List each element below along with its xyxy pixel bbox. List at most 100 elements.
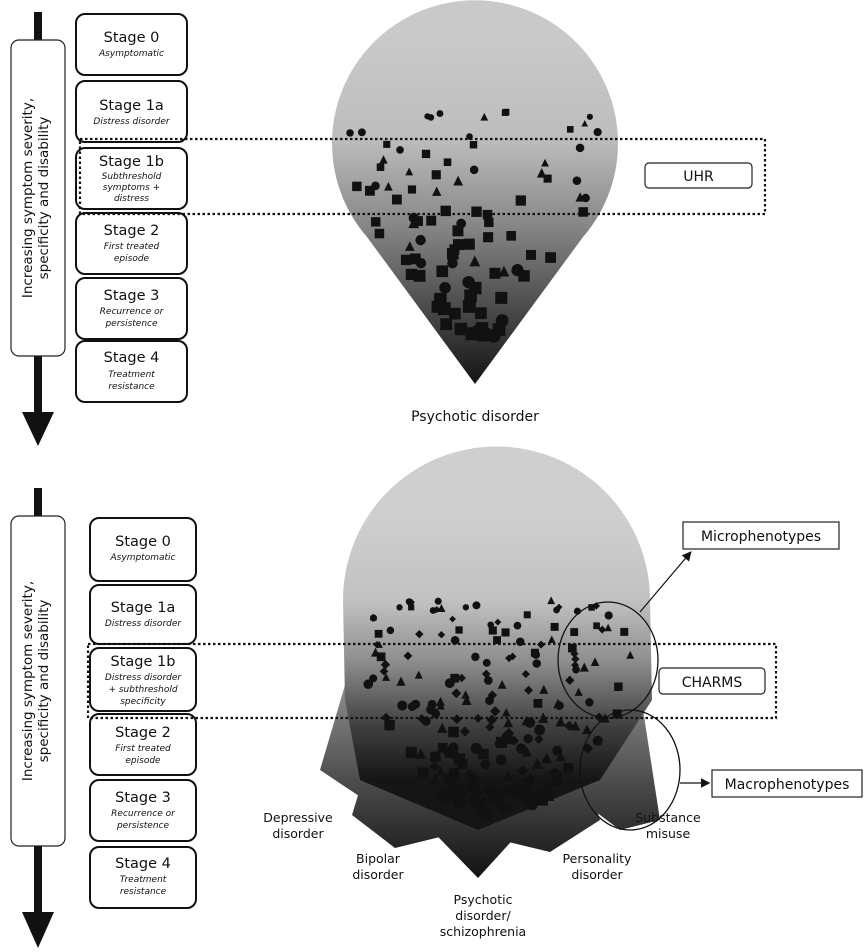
micro-label-box: [682, 521, 840, 550]
outcome-bipolar-line-2: disorder: [352, 867, 404, 882]
symptom-marker: [373, 640, 381, 649]
symptom-marker: [469, 141, 478, 149]
symptom-marker: [396, 146, 404, 154]
top-panel: Increasing symptom severity, specificity…: [10, 0, 767, 446]
bottom-charms-label: CHARMS: [682, 675, 743, 691]
symptom-marker: [429, 761, 441, 773]
symptom-marker: [483, 232, 494, 243]
bottom-stage-3-sub-2: persistence: [116, 821, 170, 831]
symptom-marker: [566, 126, 574, 133]
symptom-marker: [467, 795, 480, 808]
symptom-marker: [440, 205, 451, 217]
symptom-marker: [537, 712, 549, 723]
symptom-marker: [479, 796, 490, 808]
symptom-marker: [497, 679, 507, 689]
symptom-marker: [513, 781, 525, 794]
bottom-stage-1a: Stage 1a Distress disorder: [89, 584, 197, 645]
symptom-marker: [382, 672, 391, 681]
symptom-marker: [472, 783, 484, 796]
bottom-stage-4: Stage 4 Treatment resistance: [89, 846, 197, 909]
symptom-marker: [461, 695, 472, 706]
symptom-marker: [396, 604, 403, 611]
symptom-marker: [450, 636, 460, 645]
symptom-marker: [453, 796, 466, 810]
top-stage-1b-title: Stage 1b: [99, 154, 164, 170]
symptom-marker: [431, 300, 444, 313]
symptom-marker: [571, 661, 580, 670]
symptom-marker: [405, 746, 417, 759]
symptom-marker: [405, 167, 414, 176]
symptom-marker: [471, 652, 480, 662]
symptom-marker: [371, 217, 381, 227]
micro-callout-arrow: [639, 551, 692, 613]
symptom-marker: [582, 742, 594, 754]
symptom-marker: [374, 228, 385, 239]
symptom-marker: [432, 186, 442, 196]
top-uhr-band: [78, 137, 767, 216]
symptom-marker: [484, 217, 494, 228]
symptom-marker: [564, 720, 575, 731]
outcome-psychotic-line-2: disorder/: [455, 908, 511, 923]
symptom-marker: [482, 658, 491, 667]
symptom-marker: [475, 307, 487, 320]
symptom-marker: [462, 299, 476, 313]
symptom-marker: [593, 127, 602, 137]
symptom-marker: [501, 733, 513, 745]
top-stage-0-title: Stage 0: [104, 30, 160, 46]
symptom-marker: [424, 113, 431, 120]
outcome-bipolar-line-1: Bipolar: [356, 851, 401, 866]
top-axis-label-line2: specificity and disability: [36, 117, 52, 280]
symptom-marker: [592, 735, 603, 746]
micro-label: Microphenotypes: [701, 529, 821, 545]
symptom-marker: [444, 678, 455, 689]
bottom-panel: Increasing symptom severity, specificity…: [10, 446, 863, 948]
bottom-charms-band: [86, 642, 778, 720]
symptom-marker: [457, 758, 468, 770]
symptom-marker: [415, 629, 424, 639]
symptom-marker: [553, 606, 560, 614]
symptom-marker: [548, 635, 556, 643]
top-stage-3-sub-2: persistence: [104, 319, 158, 329]
symptom-marker: [384, 719, 395, 731]
symptom-marker: [411, 699, 421, 709]
symptom-marker: [444, 747, 456, 758]
symptom-marker: [454, 322, 468, 336]
symptom-marker: [407, 185, 417, 194]
symptom-marker: [449, 768, 460, 779]
symptom-marker: [408, 604, 415, 611]
bottom-stage-0: Stage 0 Asymptomatic: [89, 517, 197, 582]
symptom-marker: [413, 269, 426, 282]
symptom-marker: [533, 698, 543, 708]
symptom-marker: [496, 736, 508, 749]
symptom-marker: [440, 318, 453, 331]
symptom-marker: [433, 605, 441, 614]
symptom-marker: [521, 670, 530, 679]
bottom-stage-1a-title: Stage 1a: [111, 600, 176, 616]
bottom-stage-3-title: Stage 3: [115, 790, 171, 806]
bottom-stage-2-sub-1: First treated: [115, 744, 171, 754]
bottom-stage-2-title: Stage 2: [115, 725, 171, 741]
symptom-marker: [481, 669, 491, 679]
bottom-axis-arrow-head: [22, 912, 54, 948]
top-outcome-label: Psychotic disorder: [411, 409, 539, 425]
symptom-marker: [405, 268, 418, 281]
outcome-depressive: Depressive disorder: [263, 810, 333, 841]
symptom-marker: [464, 289, 477, 303]
symptom-marker: [475, 322, 489, 335]
bottom-stage-3: Stage 3 Recurrence or persistence: [89, 779, 197, 842]
bottom-stage-1b: Stage 1b Distress disorder + subthreshol…: [89, 647, 197, 712]
outcome-personality-line-1: Personality: [563, 851, 633, 866]
symptom-marker: [620, 627, 629, 636]
top-uhr-label: UHR: [683, 169, 714, 185]
bottom-axis-label-line2: specificity and disability: [36, 600, 52, 763]
symptom-marker: [364, 185, 375, 196]
outcome-substance: Substance misuse: [635, 810, 701, 841]
symptom-marker: [471, 206, 482, 217]
symptom-marker: [363, 679, 374, 690]
symptom-marker: [524, 717, 536, 728]
symptom-marker: [434, 292, 447, 305]
symptom-marker: [598, 625, 607, 634]
symptom-marker: [515, 743, 527, 754]
symptom-marker: [570, 628, 579, 636]
bottom-stage-4-sub-1: Treatment: [120, 875, 167, 885]
